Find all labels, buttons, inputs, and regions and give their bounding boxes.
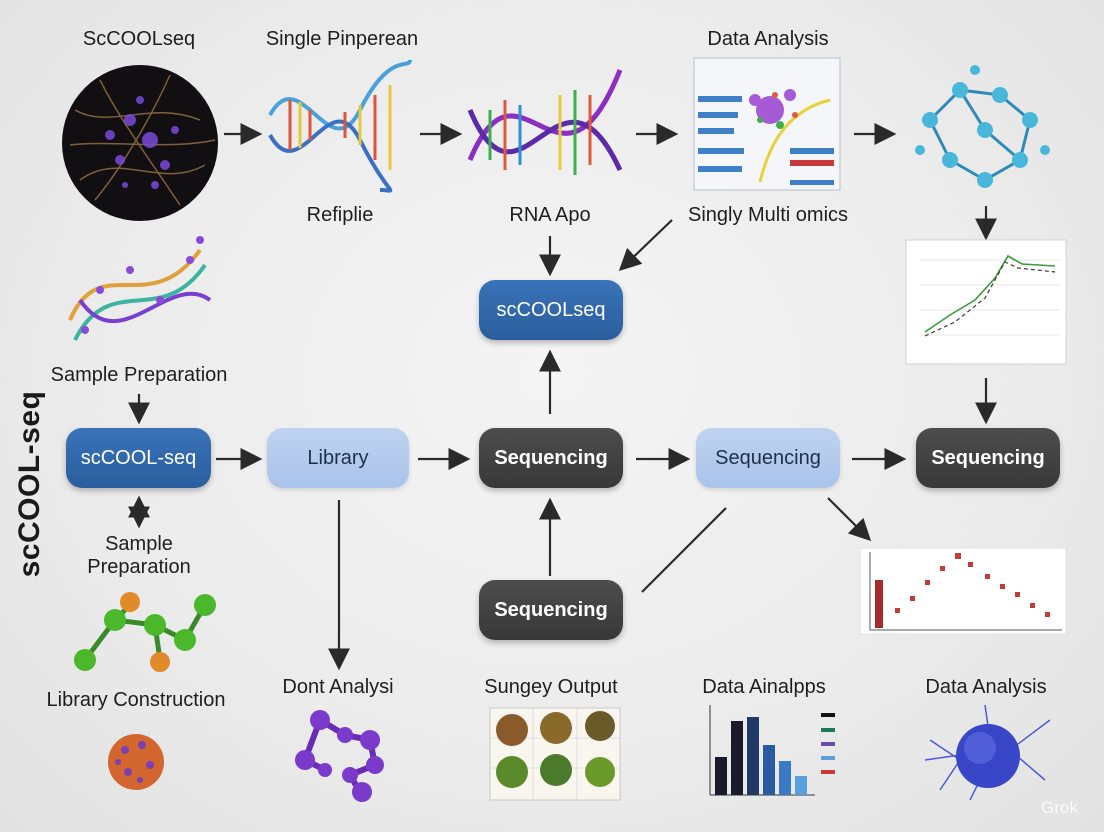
label-sample-preparation-2: Sample Preparation xyxy=(87,533,191,578)
neuron-cell-image xyxy=(62,65,218,221)
purple-chain-image xyxy=(295,710,384,802)
label-library-construction: Library Construction xyxy=(46,689,226,711)
dna-helix-image-2 xyxy=(467,69,623,175)
label-top-2: Single Pinperean xyxy=(265,28,419,50)
label-top-1: ScCOOLseq xyxy=(82,28,196,50)
node-sequencing-2: Sequencing xyxy=(696,428,840,488)
node-sequencing-3: Sequencing xyxy=(916,428,1060,488)
watermark: Grok xyxy=(1041,798,1078,817)
label-bottom-3: Data Ainalpps xyxy=(702,676,826,698)
label-bottom-1: Dont Analysi xyxy=(282,676,394,698)
line-chart-image xyxy=(905,239,1067,365)
label-mid-1: Refiplie xyxy=(306,204,374,226)
label-bottom-2: Sungey Output xyxy=(484,676,618,698)
node-sequencing-4: Sequencing xyxy=(479,580,623,640)
protein-network-image xyxy=(924,704,1051,801)
label-bottom-4: Data Analysis xyxy=(925,676,1047,698)
node-sccool-seq-left: scCOOL-seq xyxy=(66,428,211,488)
label-mid-3: Singly Multi omics xyxy=(687,204,849,226)
label-mid-2: RNA Apo xyxy=(509,204,591,226)
node-library: Library xyxy=(267,428,409,488)
label-sample-preparation-1: Sample Preparation xyxy=(50,364,228,386)
node-sccoolseq-center: scCOOLseq xyxy=(479,280,623,340)
green-molecule-image xyxy=(74,592,216,672)
connector-diag xyxy=(641,507,727,593)
label-top-3: Data Analysis xyxy=(707,28,829,50)
node-sequencing-1: Sequencing xyxy=(479,428,623,488)
dna-helix-image-1 xyxy=(268,59,412,193)
molecule-network-image xyxy=(915,65,1050,188)
arrow-multiomics-diag xyxy=(618,219,673,272)
protein-sphere-image xyxy=(108,734,164,790)
arrow-to-bottom-chart xyxy=(827,497,872,542)
bar-chart-image xyxy=(709,705,835,796)
protein-helix-image xyxy=(68,236,212,341)
survey-output-image xyxy=(489,707,621,801)
data-analysis-panel-image xyxy=(693,57,841,191)
scatter-chart-image xyxy=(859,547,1067,635)
